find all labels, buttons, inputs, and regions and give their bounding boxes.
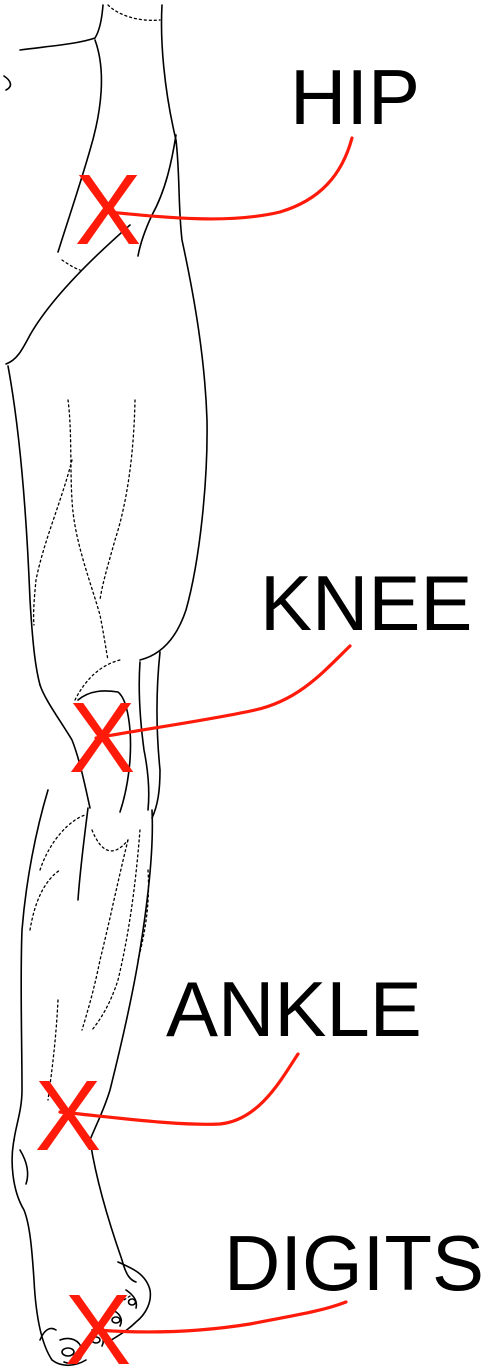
joint-labels: HIP KNEE ANKLE DIGITS [166, 53, 484, 1307]
kneecap-dotted [74, 659, 121, 701]
hip-leader-line [106, 136, 354, 221]
joint-markers: X X X X [35, 154, 142, 1372]
toenail [91, 1336, 101, 1344]
toe-contour [111, 1309, 123, 1327]
toe-contour [59, 1337, 84, 1365]
calf-muscle-line [91, 829, 141, 1031]
thigh-muscle-line [99, 399, 136, 601]
shin-muscle-line [47, 999, 59, 1101]
waist-dotted [107, 4, 161, 21]
toenail [111, 1316, 121, 1324]
thigh-muscle-line [67, 399, 109, 661]
patella-contour [77, 690, 132, 813]
toenail [61, 1347, 75, 1357]
digits-label: DIGITS [224, 1219, 484, 1307]
buttock-curve [3, 75, 12, 91]
thigh-outer-contour [139, 4, 208, 661]
thigh-inner-contour [57, 39, 103, 253]
digits-x-marker: X [65, 1274, 132, 1372]
calf-muscle-line [91, 829, 129, 852]
shin-inner-line [77, 807, 89, 901]
digits-leader-line [94, 1300, 348, 1334]
foot-top-contour [89, 1139, 137, 1283]
hip-x-marker: X [75, 154, 142, 266]
patella-inner [151, 651, 161, 819]
hip-label: HIP [290, 53, 420, 141]
heel-contour [11, 1139, 87, 1367]
calf-muscle-line [81, 839, 129, 1031]
shin-back-contour [13, 789, 49, 1141]
thigh-front-contour [7, 365, 41, 686]
knee-label: KNEE [260, 559, 472, 647]
ankle-inner-line [19, 1149, 29, 1185]
thigh-muscle-line [32, 459, 73, 626]
torso-outline [19, 4, 104, 51]
shin-front-contour [89, 809, 154, 1141]
leader-lines [58, 136, 354, 1334]
knee-outer-contour [39, 684, 91, 809]
ankle-leader-line [58, 1052, 300, 1126]
knee-inner-contour [138, 661, 150, 811]
thigh-hatch-dotted [61, 259, 81, 271]
calf-muscle-line [29, 869, 61, 931]
ankle-x-marker: X [35, 1060, 102, 1172]
calf-muscle-line [39, 814, 86, 871]
toe-contour [91, 1329, 105, 1347]
toe-contour [125, 1289, 138, 1309]
hip-crease [137, 134, 177, 257]
toenail [127, 1298, 137, 1306]
calf-muscle-line [137, 869, 150, 961]
ankle-label: ANKLE [166, 965, 422, 1053]
foot-dotted [111, 1295, 131, 1307]
knee-x-marker: X [69, 682, 136, 794]
thigh-back-contour [5, 224, 131, 365]
foot-sole-line [39, 1327, 57, 1341]
knee-leader-line [94, 644, 352, 740]
